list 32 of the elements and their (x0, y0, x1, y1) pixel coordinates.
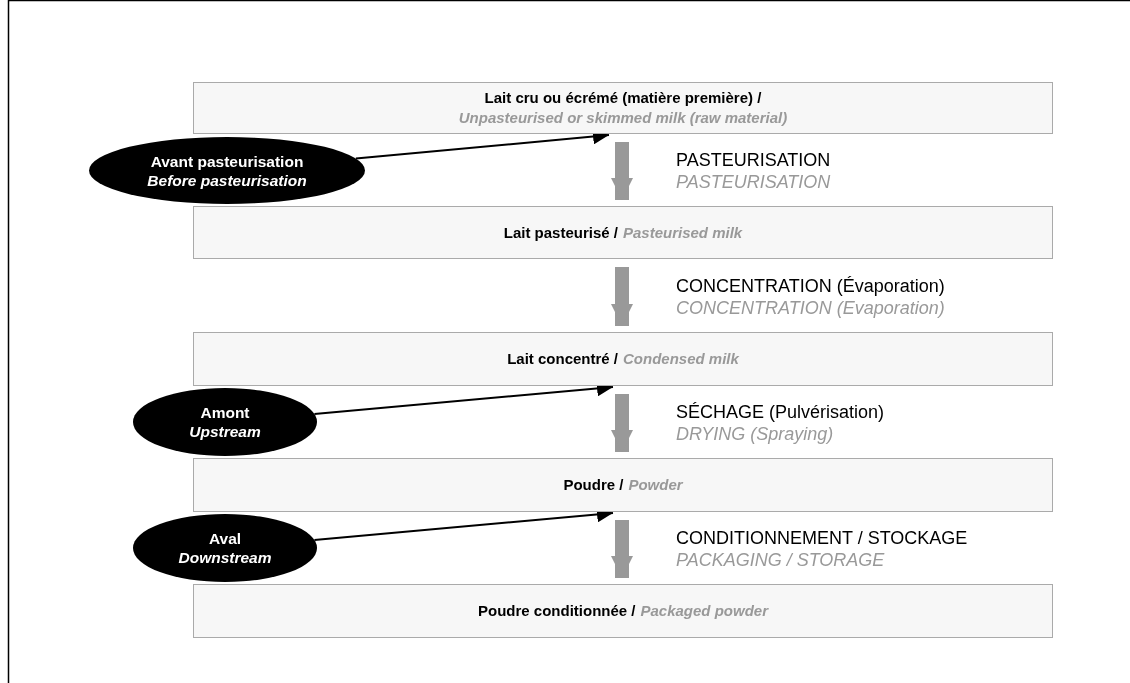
process-box (193, 206, 1053, 259)
english-label: Downstream (178, 548, 272, 567)
step-label: CONDITIONNEMENT / STOCKAGE PACKAGING / STORAGE (676, 527, 968, 571)
process-box (193, 332, 1053, 386)
french-label: Lait cru ou écrémé (matière première) / (484, 88, 762, 108)
english-label: Upstream (189, 422, 261, 441)
english-label: Powder (628, 475, 683, 495)
process-arrow (611, 520, 633, 578)
process-box (193, 584, 1053, 638)
step-label: SÉCHAGE (Pulvérisation) DRYING (Spraying) (676, 401, 885, 445)
process-arrow (611, 394, 633, 452)
label-ellipse (133, 514, 317, 582)
label-ellipse (89, 137, 365, 204)
step-label: PASTEURISATION PASTEURISATION (676, 149, 831, 193)
english-label: Pasteurised milk (623, 222, 743, 243)
french-label: Lait pasteurisé / (503, 222, 618, 243)
english-label: Condensed milk (623, 349, 739, 369)
english-label: Before pasteurisation (147, 170, 307, 190)
french-label: Lait concentré / (507, 349, 618, 369)
step-label: CONCENTRATION (Évaporation) CONCENTRATION (Evaporation) (676, 274, 945, 319)
english-label: Unpasteurised or skimmed milk (raw material) (458, 108, 788, 128)
french-label: Poudre conditionnée / (477, 601, 636, 621)
french-label: Amont (200, 403, 250, 422)
process-arrow (611, 142, 633, 200)
process-arrow (611, 267, 633, 326)
french-label: Aval (208, 529, 242, 548)
process-box (193, 458, 1053, 512)
french-label: Avant pasteurisation (150, 151, 304, 171)
english-label: Packaged powder (640, 601, 769, 621)
process-box (193, 82, 1053, 134)
french-label: Poudre / (563, 475, 624, 495)
label-ellipse (133, 388, 317, 456)
